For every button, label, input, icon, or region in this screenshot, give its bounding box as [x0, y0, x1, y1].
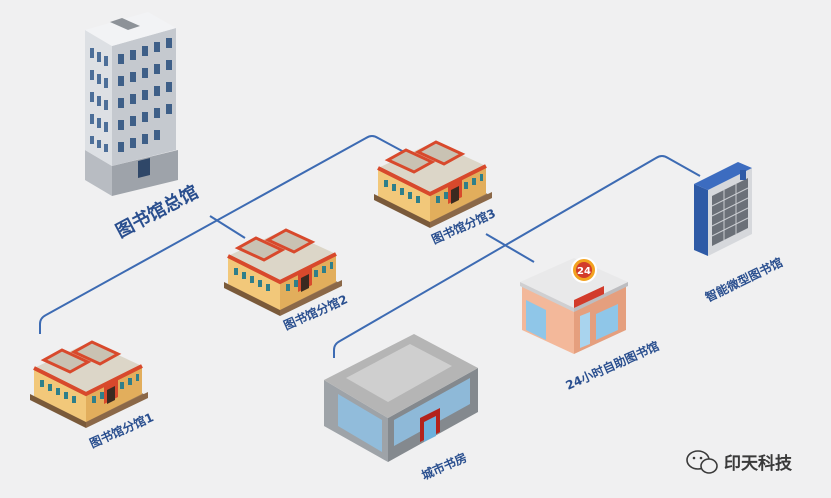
watermark-text: 印天科技 — [724, 453, 793, 474]
branch1-building — [28, 340, 150, 430]
connector-hq-branch2 — [209, 215, 246, 239]
connector-citybook-smart — [333, 155, 701, 358]
chat-bubble-icon — [686, 450, 718, 474]
selfservice-building: 24 — [520, 257, 628, 354]
label-smart: 智能微型图书馆 — [702, 254, 785, 305]
connector-main — [39, 135, 405, 334]
connection-lines — [39, 135, 701, 358]
smart-library-kiosk — [694, 162, 752, 256]
watermark: 印天科技 — [686, 450, 793, 474]
clock-sign-text: 24 — [577, 266, 591, 277]
citybook-building — [324, 334, 478, 462]
label-citybook: 城市书房 — [419, 450, 469, 483]
connector-branch3-selfservice — [485, 233, 535, 263]
hq-tower-building — [85, 12, 178, 196]
